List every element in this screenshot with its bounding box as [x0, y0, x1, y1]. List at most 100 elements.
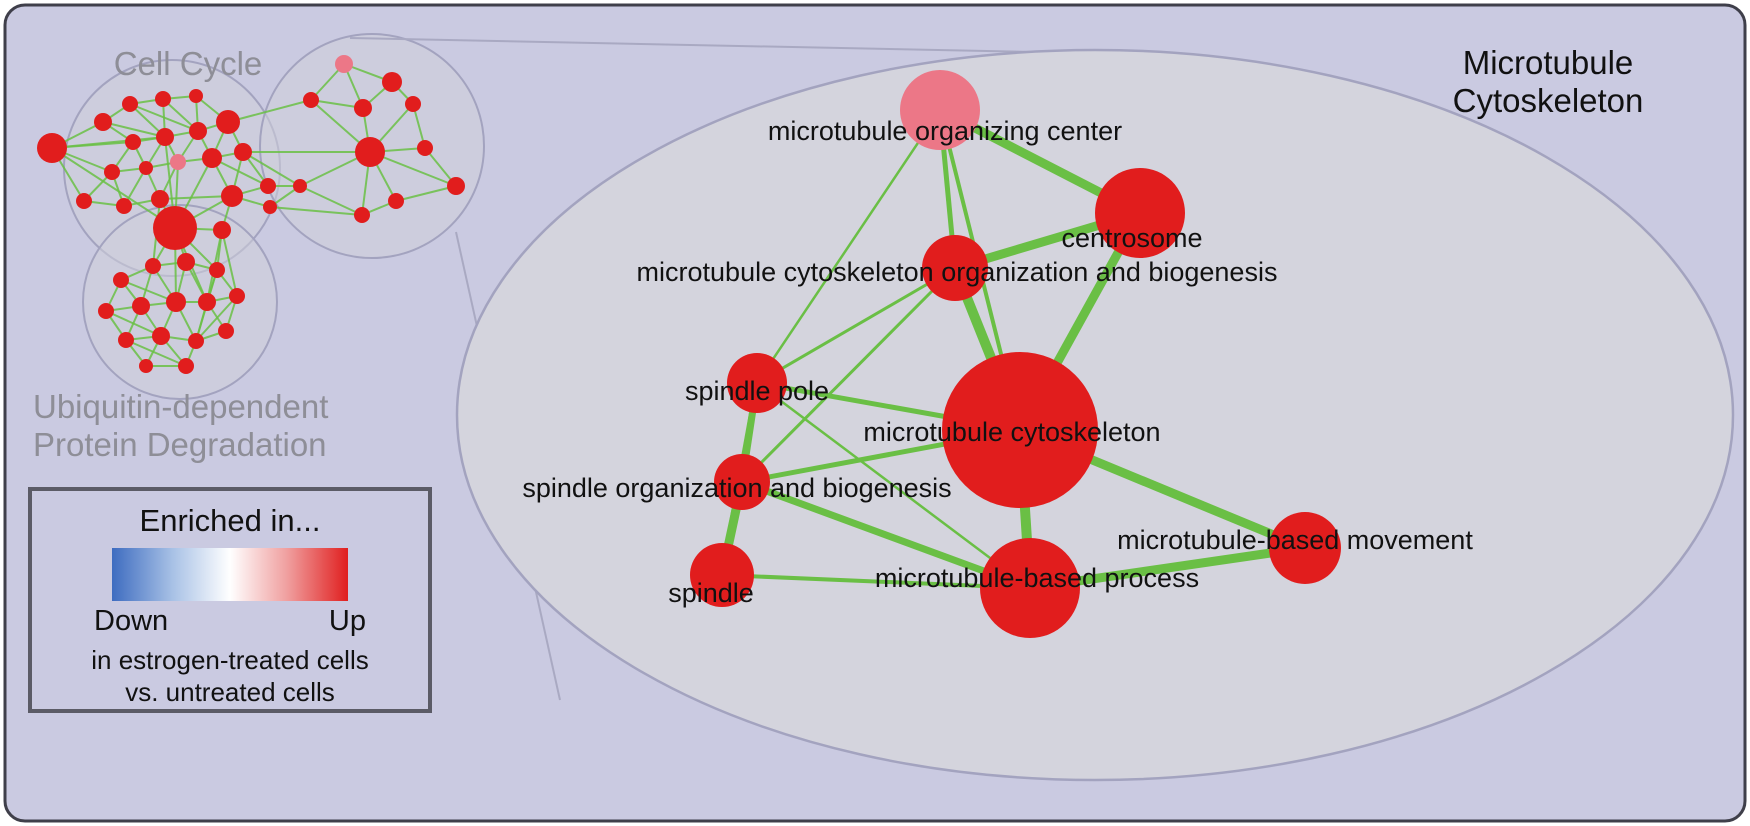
overview-node — [178, 358, 194, 374]
detail-edge — [721, 573, 1031, 590]
detail-edge — [756, 382, 1031, 589]
overview-node — [216, 110, 240, 134]
microtubule-cluster-label: Microtubule Cytoskeleton — [1453, 44, 1644, 120]
overview-node — [335, 55, 353, 73]
overview-edge — [125, 339, 187, 367]
overview-node — [405, 96, 421, 112]
overview-edge — [195, 295, 238, 342]
overview-node — [139, 161, 153, 175]
detail-node-label: microtubule cytoskeleton — [863, 417, 1160, 447]
overview-node — [156, 128, 174, 146]
legend: Enriched in... Down Up in estrogen-treat… — [28, 487, 432, 713]
detail-node-label: microtubule organizing center — [768, 116, 1122, 146]
overview-node — [355, 137, 385, 167]
detail-node-label: microtubule-based process — [875, 563, 1199, 593]
overview-edge — [395, 185, 457, 202]
overview-node — [198, 293, 216, 311]
overview-node — [234, 143, 252, 161]
overview-node — [76, 193, 92, 209]
legend-subtitle-line2: vs. untreated cells — [125, 677, 335, 707]
detail-node — [900, 70, 980, 150]
overview-node — [145, 258, 161, 274]
detail-edge — [740, 478, 1032, 592]
detail-node-label: spindle organization and biogenesis — [522, 473, 951, 503]
overview-node — [209, 262, 225, 278]
overview-node — [125, 134, 141, 150]
zoom-connector-line — [349, 37, 1036, 53]
overview-node — [417, 140, 433, 156]
overview-node — [98, 303, 114, 319]
detail-node — [714, 454, 770, 510]
overview-node — [213, 221, 231, 239]
overview-node — [447, 177, 465, 195]
overview-node — [139, 359, 153, 373]
overview-node — [202, 148, 222, 168]
overview-node — [122, 96, 138, 112]
overview-edge — [211, 157, 269, 187]
overview-node — [177, 253, 195, 271]
overview-edge — [51, 136, 166, 149]
microtubule-cluster-label-line2: Cytoskeleton — [1452, 82, 1644, 119]
legend-title: Enriched in... — [139, 503, 321, 538]
overview-edge — [299, 185, 363, 216]
overview-edge — [159, 195, 233, 200]
legend-subtitle-line1: in estrogen-treated cells — [91, 645, 369, 675]
overview-node — [155, 91, 171, 107]
detail-node — [980, 538, 1080, 638]
overview-node — [260, 178, 276, 194]
detail-edge — [756, 266, 956, 385]
overview-node — [94, 113, 112, 131]
overview-node — [166, 292, 186, 312]
cell-cycle-cluster-label: Cell Cycle — [113, 45, 263, 82]
ubiquitin-cluster-label-line1: Ubiquitin-dependent — [33, 388, 329, 425]
detail-node-label: microtubule cytoskeleton organization an… — [637, 257, 1278, 287]
overview-node — [104, 164, 120, 180]
detail-node — [922, 235, 988, 301]
overview-node — [382, 72, 402, 92]
overview-node — [132, 297, 150, 315]
overview-node — [189, 89, 203, 103]
overview-edge — [369, 151, 457, 187]
overview-node — [303, 92, 319, 108]
overview-node — [354, 99, 372, 117]
detail-node — [942, 352, 1098, 508]
detail-edge — [740, 266, 957, 484]
overview-node — [218, 323, 234, 339]
overview-node — [118, 332, 134, 348]
detail-node-label: spindle pole — [685, 376, 829, 406]
detail-edge — [755, 109, 942, 384]
overview-node — [263, 200, 277, 214]
microtubule-cluster-label-line1: Microtubule — [1462, 44, 1634, 81]
overview-edge — [102, 121, 166, 138]
detail-node-label: spindle — [668, 578, 754, 608]
overview-node — [221, 185, 243, 207]
ubiquitin-cluster-label-line2: Protein Degradation — [33, 426, 327, 463]
overview-node — [37, 133, 67, 163]
detail-node — [1095, 168, 1185, 258]
overview-node — [116, 198, 132, 214]
detail-node-label: centrosome — [1061, 223, 1202, 253]
detail-node — [727, 353, 787, 413]
overview-edge — [269, 206, 363, 216]
overview-node — [388, 193, 404, 209]
legend-up-label: Up — [328, 605, 366, 637]
detail-node-label: microtubule-based movement — [1117, 525, 1473, 555]
overview-edge — [242, 151, 301, 187]
overview-node — [189, 122, 207, 140]
overview-node — [151, 190, 169, 208]
legend-gradient-bar — [112, 548, 348, 601]
overview-edge — [51, 147, 176, 229]
legend-down-label: Down — [94, 605, 169, 637]
ubiquitin-cluster-label: Ubiquitin-dependent Protein Degradation — [33, 388, 328, 464]
overview-edge — [227, 99, 312, 123]
overview-node — [354, 207, 370, 223]
detail-node — [1269, 512, 1341, 584]
overview-node — [153, 206, 197, 250]
overview-edge — [221, 229, 238, 297]
overview-node — [152, 327, 170, 345]
overview-node — [293, 179, 307, 193]
overview-node — [113, 272, 129, 288]
detail-node — [690, 543, 754, 607]
